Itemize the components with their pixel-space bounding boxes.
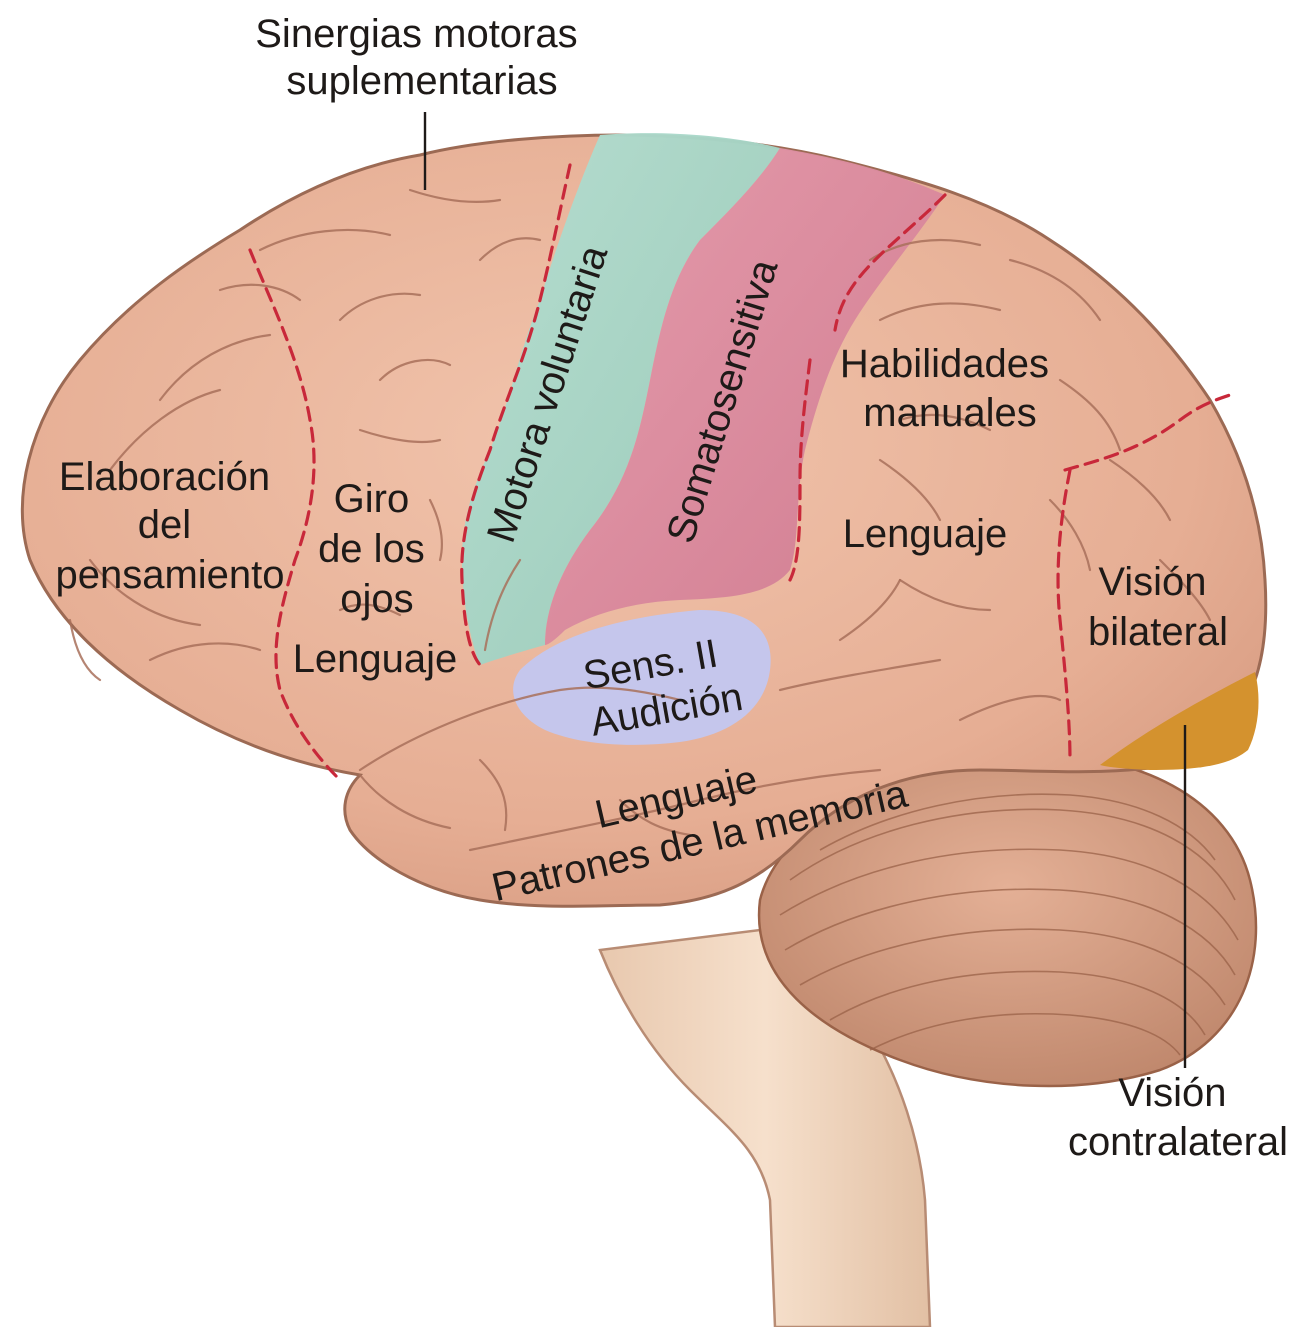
supplementary-motor-label: Sinergias motoras suplementarias: [255, 12, 589, 103]
thought-line-2: del: [138, 503, 191, 547]
contralateral-vision-label: Visión contralateral: [1068, 1071, 1288, 1164]
manual-skills-line-1: Habilidades: [840, 342, 1049, 386]
supplementary-motor-line-1: Sinergias motoras: [255, 12, 577, 56]
manual-skills-line-2: manuales: [863, 391, 1036, 435]
supplementary-motor-line-2: suplementarias: [286, 59, 557, 103]
frontal-language-label: Lenguaje: [293, 637, 458, 681]
bilateral-vision-line-1: Visión: [1098, 560, 1206, 604]
eye-gyrus-line-2: de los: [318, 527, 425, 571]
eye-gyrus-line-3: ojos: [340, 577, 413, 621]
thought-line-3: pensamiento: [55, 553, 284, 597]
eye-gyrus-line-1: Giro: [334, 477, 410, 521]
parietal-language-label: Lenguaje: [843, 512, 1008, 556]
contralateral-vision-line-1: Visión: [1118, 1071, 1226, 1115]
contralateral-vision-line-2: contralateral: [1068, 1120, 1288, 1164]
bilateral-vision-line-2: bilateral: [1088, 610, 1228, 654]
thought-line-1: Elaboración: [59, 455, 270, 499]
